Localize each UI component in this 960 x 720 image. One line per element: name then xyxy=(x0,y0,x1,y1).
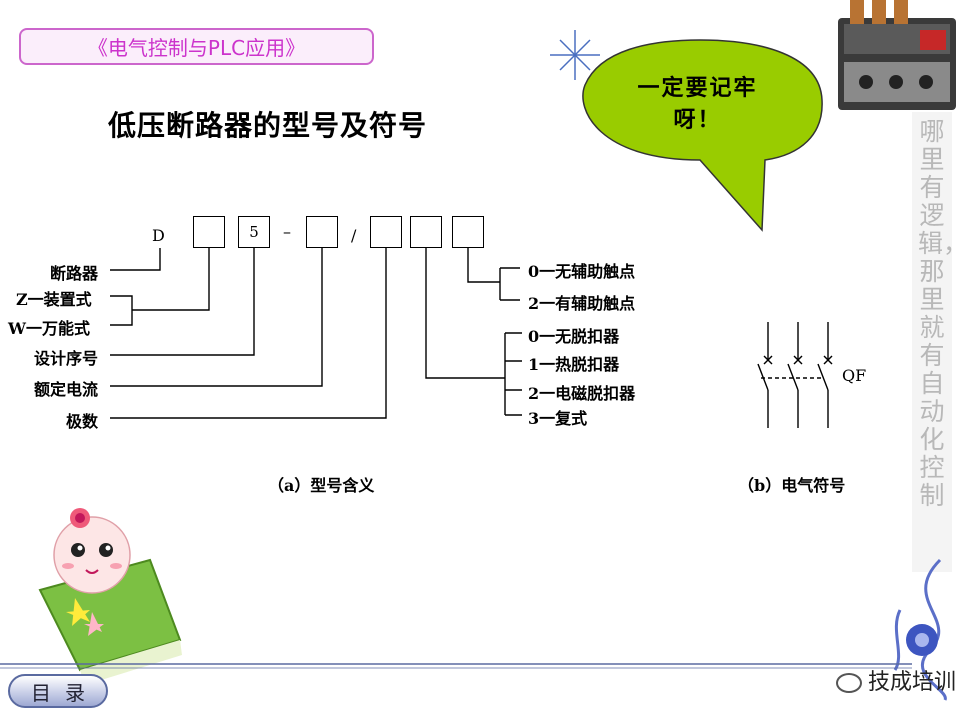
model-box-poles xyxy=(370,216,402,248)
breaker-symbol xyxy=(757,322,833,428)
side-strip xyxy=(912,112,952,572)
label-no-release: 0一无脱扣器 xyxy=(528,327,620,346)
label-with-aux: 2一有辅助触点 xyxy=(528,294,636,313)
sparkle-icon xyxy=(550,30,600,80)
label-w-type: W一万能式 xyxy=(8,319,90,338)
model-leader-lines xyxy=(110,248,522,419)
model-box-release xyxy=(410,216,442,248)
model-prefix: D xyxy=(152,226,165,245)
watermark: 技成培训 xyxy=(836,664,956,696)
label-rated-current: 额定电流 xyxy=(34,380,99,399)
model-box-aux xyxy=(452,216,484,248)
label-thermal: 1一热脱扣器 xyxy=(528,355,620,374)
chat-icon xyxy=(836,673,862,693)
label-compound: 3一复式 xyxy=(528,409,588,428)
side-slogan: 哪里有逻辑，那里就有自动化控制 xyxy=(918,117,960,510)
caption-a: （a）型号含义 xyxy=(268,476,375,495)
model-dash: – xyxy=(283,222,291,241)
label-breaker: 断路器 xyxy=(50,264,99,283)
model-box-type xyxy=(193,216,225,248)
bubble-text: 一定要记牢呀！ xyxy=(637,75,758,133)
symbol-label: QF xyxy=(842,366,867,385)
course-title-tab[interactable]: 《电气控制与PLC应用》 xyxy=(19,28,374,65)
menu-button[interactable]: 目录 xyxy=(8,674,108,708)
watermark-text: 技成培训 xyxy=(868,670,957,695)
cartoon-character-icon xyxy=(38,508,182,685)
label-z-type: Z一装置式 xyxy=(16,290,92,309)
label-design-seq: 设计序号 xyxy=(34,349,99,368)
relay-image xyxy=(838,0,956,110)
model-box-current xyxy=(306,216,338,248)
label-electromagnetic: 2一电磁脱扣器 xyxy=(528,384,636,403)
caption-b: （b）电气符号 xyxy=(738,476,846,495)
slide-title: 低压断路器的型号及符号 xyxy=(108,109,428,142)
swirl-ornament-icon xyxy=(893,558,947,701)
model-slash: / xyxy=(351,226,357,245)
speech-bubble xyxy=(582,39,823,232)
label-no-aux: 0一无辅助触点 xyxy=(528,262,636,281)
label-poles: 极数 xyxy=(66,412,99,431)
model-box-design: 5 xyxy=(238,216,270,248)
